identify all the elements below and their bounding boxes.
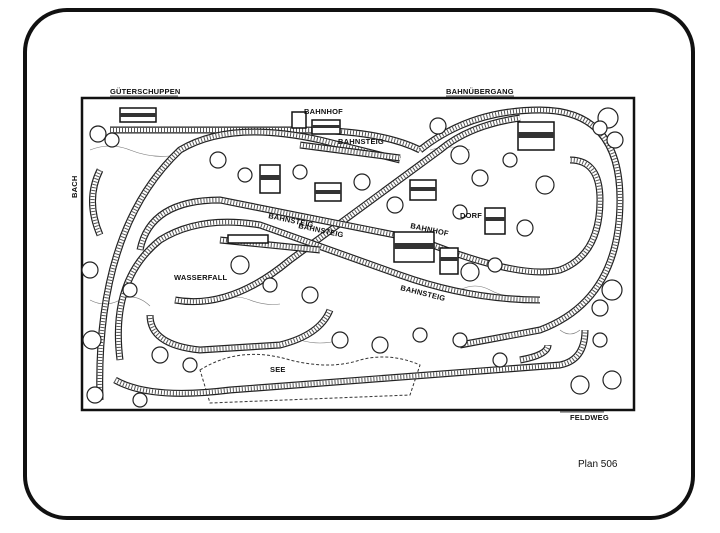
label-bahnsteig-top: BAHNSTEIG (338, 137, 384, 146)
track-feldweg-spur-tie (519, 344, 551, 363)
label-bahnuebergang: BAHNÜBERGANG (446, 87, 514, 96)
label-leaders (110, 95, 604, 413)
label-gueterschuppen: GÜTERSCHUPPEN (110, 87, 181, 96)
track-outer-loop-tie (110, 107, 623, 348)
track-bach-spur-tie (90, 169, 102, 236)
buildings (119, 107, 555, 275)
label-feldweg: FELDWEG (570, 413, 609, 422)
track-bottom-tie (113, 329, 588, 396)
track-siding-top-tie (299, 142, 401, 161)
track-upper-curve-inner (97, 129, 401, 401)
label-bahnhof-top: BAHNHOF (304, 107, 343, 116)
label-bach: BACH (70, 176, 79, 198)
trees (81, 107, 624, 408)
track-middle-loop-tie (137, 157, 603, 275)
label-see: SEE (270, 365, 286, 374)
track-lake-loop-inner (147, 309, 333, 353)
label-dorf: DORF (460, 211, 482, 220)
plan-caption: Plan 506 (578, 459, 618, 470)
track-diagonal-inner (174, 115, 521, 304)
label-wasserfall: WASSERFALL (174, 273, 227, 282)
